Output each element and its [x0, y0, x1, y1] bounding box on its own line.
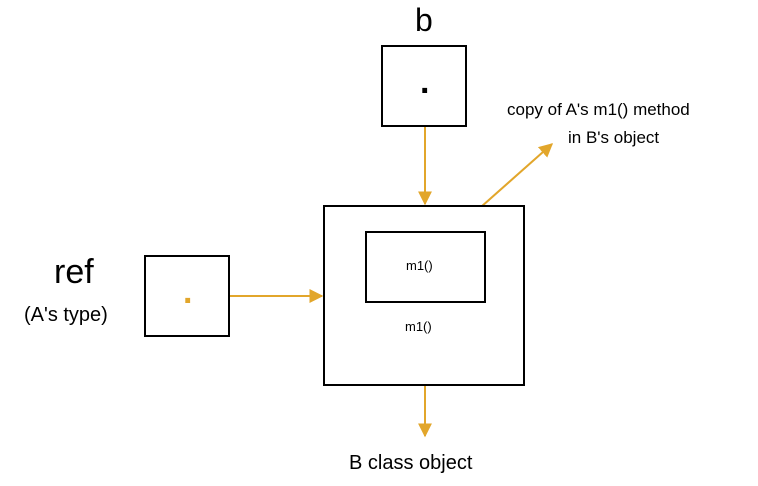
- b-pointer-dot: .: [420, 63, 430, 101]
- object-caption: B class object: [349, 452, 473, 474]
- b-class-object-box: m1() m1(): [323, 205, 525, 386]
- ref-pointer-dot: .: [183, 273, 193, 311]
- b-variable-label: b: [415, 2, 433, 38]
- annotation-line-2: in B's object: [568, 128, 660, 147]
- inherited-method-box: m1(): [365, 231, 486, 303]
- ref-type-label: (A's type): [24, 304, 108, 326]
- ref-reference-box: .: [144, 255, 230, 337]
- inherited-method-label: m1(): [406, 258, 433, 273]
- own-method-label: m1(): [405, 319, 432, 334]
- annotation-line-1: copy of A's m1() method: [507, 100, 690, 119]
- ref-variable-label: ref: [54, 253, 94, 291]
- b-reference-box: .: [381, 45, 467, 127]
